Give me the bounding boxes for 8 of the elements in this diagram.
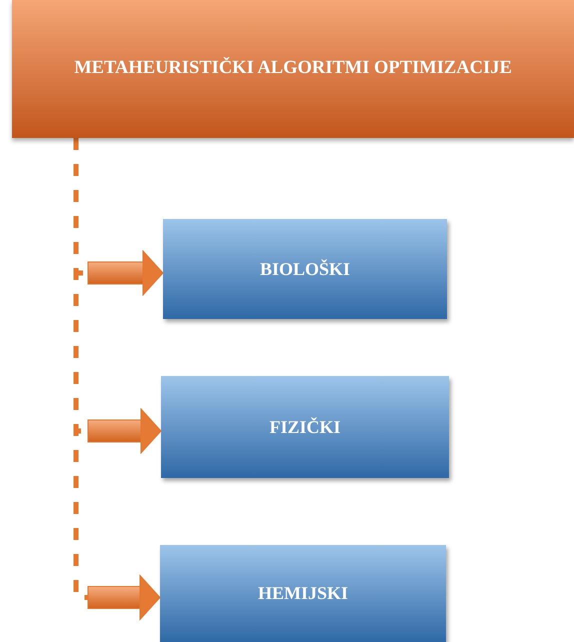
category-label: HEMIJSKI <box>258 582 348 605</box>
category-label: BIOLOŠKI <box>260 258 350 280</box>
category-box <box>160 545 446 642</box>
title-banner <box>12 0 574 138</box>
category-box <box>161 376 449 478</box>
title-text: METAHEURISTIČKI ALGORITMI OPTIMIZACIJE <box>74 56 512 80</box>
category-box <box>163 219 447 319</box>
category-label: FIZIČKI <box>269 416 340 438</box>
